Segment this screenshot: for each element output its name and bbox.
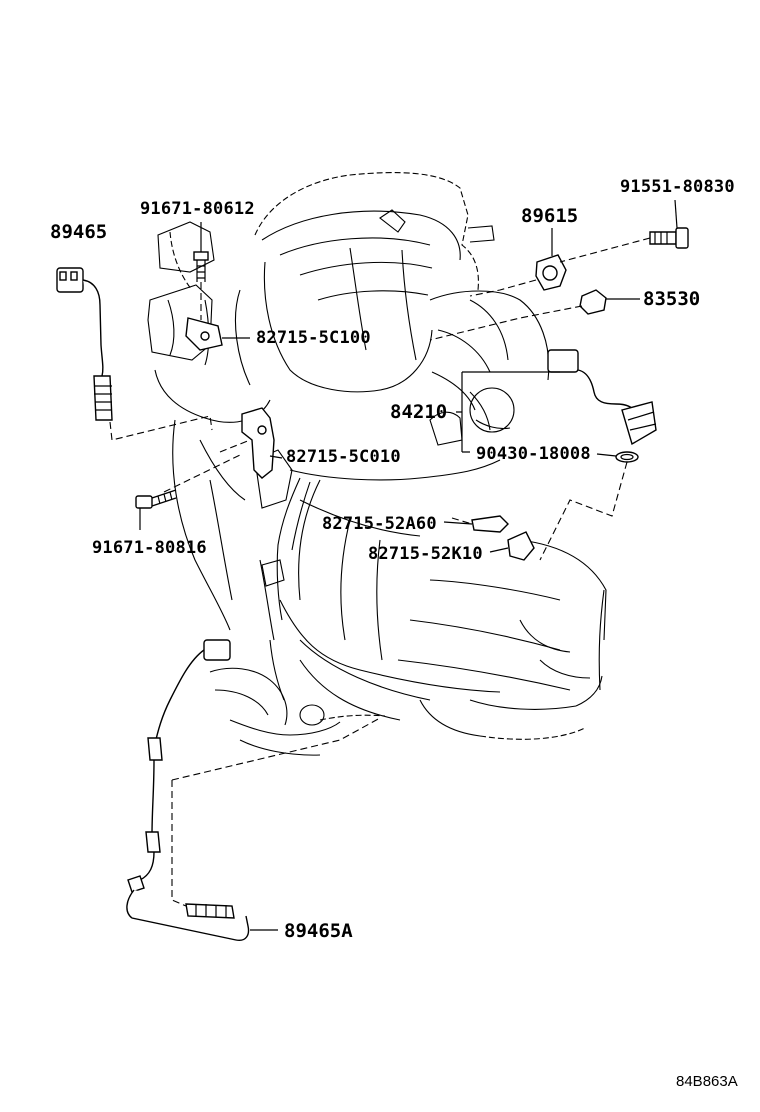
label-82715-52k10[interactable]: 82715-52K10	[368, 544, 483, 564]
o2-sensor-lower-shape	[126, 639, 250, 942]
label-89465[interactable]: 89465	[50, 221, 107, 243]
bolt-upper-shape	[193, 251, 209, 282]
bracket-middle-shape	[241, 407, 275, 479]
label-84210[interactable]: 84210	[390, 401, 447, 423]
label-82715-5c010[interactable]: 82715-5C010	[286, 447, 401, 467]
knock-sensor-shape	[535, 254, 567, 291]
oil-pressure-switch-shape	[579, 289, 607, 315]
label-82715-52a60[interactable]: 82715-52A60	[322, 514, 437, 534]
engine-assembly	[147, 172, 607, 756]
gasket-shape	[615, 451, 639, 463]
location-lines	[109, 237, 651, 907]
backup-switch-shape	[547, 349, 657, 446]
bolt-lower-shape	[135, 489, 177, 509]
label-91671-80612[interactable]: 91671-80612	[140, 199, 255, 219]
label-91671-80816[interactable]: 91671-80816	[92, 538, 207, 558]
leader-lines	[139, 199, 678, 931]
label-82715-5c100[interactable]: 82715-5C100	[256, 328, 371, 348]
bracket-52a60-shape	[471, 515, 509, 533]
bolt-right-shape	[649, 227, 689, 249]
label-83530[interactable]: 83530	[643, 288, 700, 310]
label-89615[interactable]: 89615	[521, 205, 578, 227]
bracket-52k10-shape	[507, 531, 535, 561]
label-89465a[interactable]: 89465A	[284, 920, 353, 942]
diagram-reference-code: 84B863A	[676, 1073, 738, 1090]
bracket-upper-shape	[185, 317, 223, 351]
o2-sensor-upper-shape	[56, 267, 113, 421]
part-labels: 89465 91671-80612 89615 91551-80830 8353…	[50, 177, 735, 942]
label-90430-18008[interactable]: 90430-18008	[476, 444, 591, 464]
label-91551-80830[interactable]: 91551-80830	[620, 177, 735, 197]
